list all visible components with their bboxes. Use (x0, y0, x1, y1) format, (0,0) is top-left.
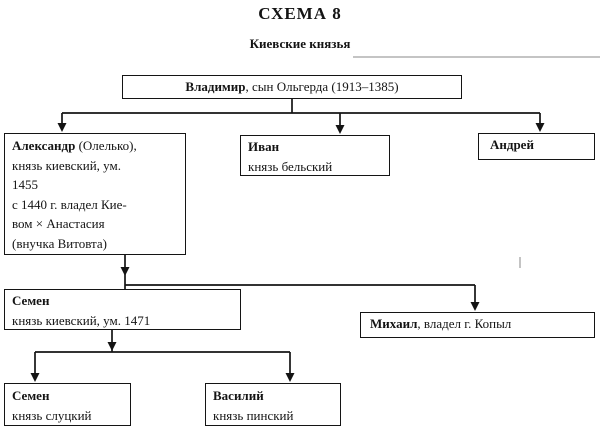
person-name: Владимир (185, 79, 246, 94)
person-name: Андрей (490, 137, 534, 152)
node-vasiliy: Василий князь пинский (205, 383, 341, 426)
node-mikhail: Михаил, владел г. Копыл (360, 312, 595, 338)
text-line: князь слуцкий (12, 407, 92, 423)
person-name: Александр (12, 138, 76, 153)
text-line: 1455 (12, 177, 38, 192)
text-line: князь киевский, ум. 1471 (12, 312, 151, 328)
person-desc: , сын Ольгерда (1913–1385) (245, 79, 399, 94)
text-line: Александр (Олелько), (12, 136, 178, 156)
page-title: СХЕМА 8 (258, 4, 342, 23)
node-andrey: Андрей (478, 133, 595, 160)
person-name: Семен (12, 293, 50, 308)
node-ivan: Иван князь бельский (240, 135, 390, 176)
text-line: князь киевский, ум. (12, 157, 121, 173)
text-line: Семен (12, 291, 233, 311)
node-semen1: Семен князь киевский, ум. 1471 (4, 289, 241, 330)
text-line: с 1440 г. владел Кие- (12, 196, 127, 212)
person-desc: , владел г. Копыл (417, 316, 512, 331)
person-desc: (Олелько), (75, 138, 137, 153)
person-name: Иван (248, 139, 280, 154)
page-subtitle: Киевские князья (249, 36, 351, 51)
node-semen2: Семен князь слуцкий (4, 383, 131, 426)
node-alexandr: Александр (Олелько), князь киевский, ум.… (4, 133, 186, 255)
text-line: Семен (12, 386, 123, 406)
text-line: (внучка Витовта) (12, 235, 107, 251)
person-name: Василий (213, 388, 264, 403)
person-name: Семен (12, 388, 50, 403)
person-name: Михаил (370, 316, 418, 331)
text-line: князь пинский (213, 407, 294, 423)
node-vladimir: Владимир, сын Ольгерда (1913–1385) (122, 75, 462, 99)
text-line: Иван (248, 137, 382, 157)
text-line: князь бельский (248, 158, 333, 174)
text-line: вом × Анастасия (12, 216, 105, 231)
text-line: Василий (213, 386, 333, 406)
